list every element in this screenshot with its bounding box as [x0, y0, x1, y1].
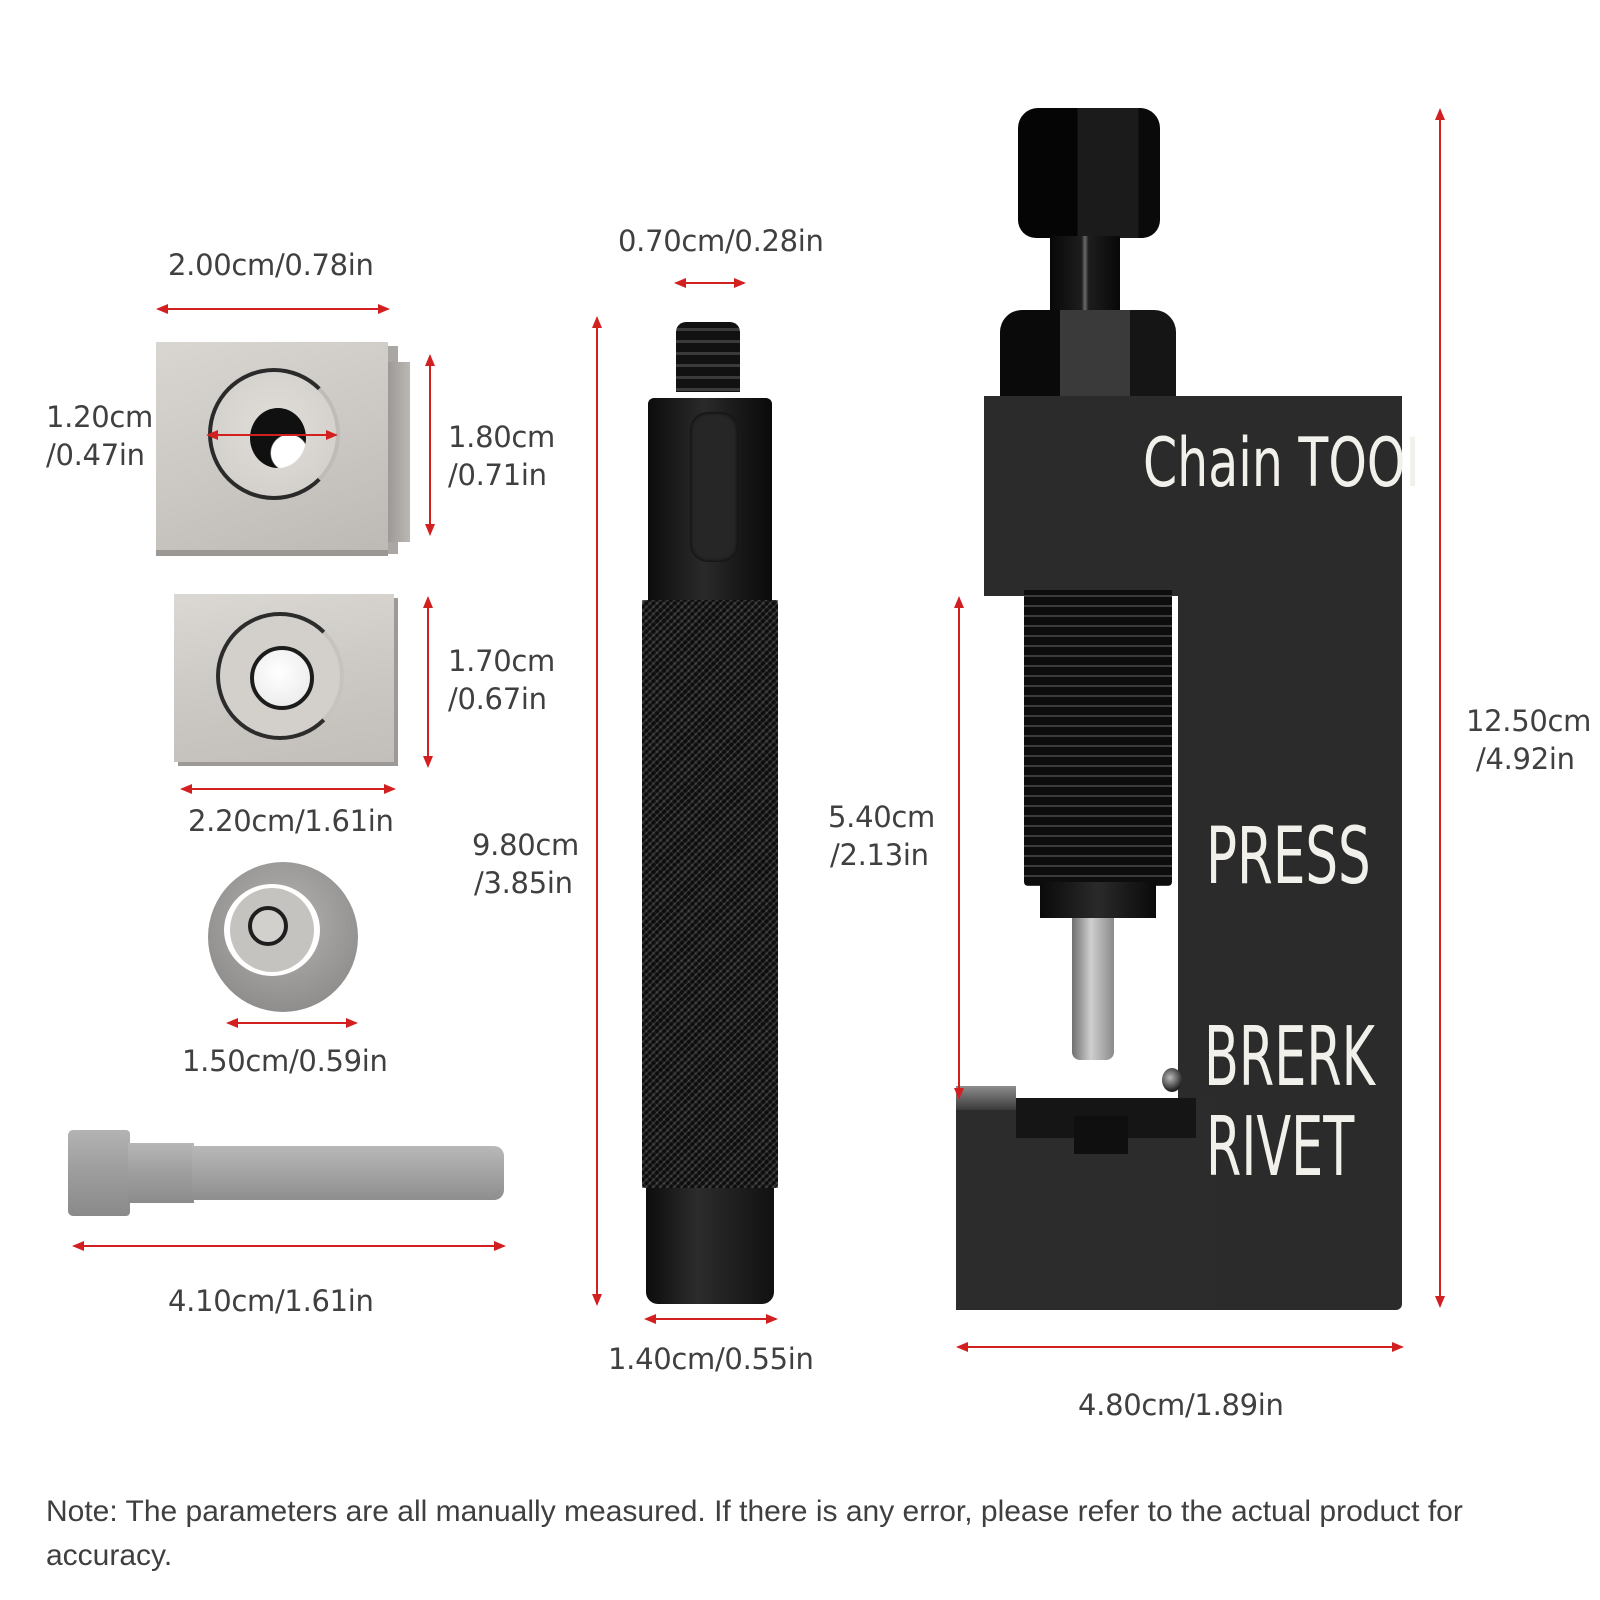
- handle-knurled-grip: [642, 600, 778, 1188]
- block-large-hole-dimension-line: [206, 430, 338, 440]
- block-small-height-dimension-line: [423, 596, 433, 768]
- tool-gap-label-in: /2.13in: [830, 838, 929, 872]
- chain-seat: [956, 1086, 1016, 1110]
- block-large-width-label: 2.00cm/0.78in: [168, 248, 374, 282]
- block-large-height-label-cm: 1.80cm: [448, 420, 555, 454]
- block-large-bottom-face: [156, 550, 388, 556]
- block-small-height-label-cm: 1.70cm: [448, 644, 555, 678]
- handle-flat-slot: [690, 412, 738, 562]
- disc-diameter-label: 1.50cm/0.59in: [182, 1044, 388, 1078]
- drive-nut-bottom: [1000, 310, 1176, 402]
- handle-diameter-dimension-line: [644, 1314, 778, 1324]
- block-large-hole-label-cm: 1.20cm: [46, 400, 153, 434]
- tool-height-dimension-line: [1435, 108, 1445, 1308]
- block-small-width-label: 2.20cm/1.61in: [188, 804, 394, 838]
- block-small-height-label-in: /0.67in: [448, 682, 547, 716]
- drive-shaft: [1050, 236, 1120, 314]
- handle-threaded-tip: [676, 322, 740, 392]
- block-large-side-face: [388, 362, 410, 542]
- pin-head: [68, 1130, 130, 1216]
- handle-length-dimension-line: [592, 316, 602, 1306]
- tool-height-label-in: /4.92in: [1476, 742, 1575, 776]
- drive-nut-top: [1018, 108, 1160, 238]
- handle-length-label-cm: 9.80cm: [472, 828, 579, 862]
- block-small-counterbore: [216, 612, 344, 740]
- tool-width-label: 4.80cm/1.89in: [1078, 1388, 1284, 1422]
- anvil-disc: [208, 862, 358, 1012]
- measurement-note: Note: The parameters are all manually me…: [46, 1495, 1463, 1572]
- engraving-rivet: RIVET: [1206, 1100, 1355, 1195]
- handle-end-cap: [646, 1188, 774, 1304]
- handle-diameter-label: 1.40cm/0.55in: [608, 1342, 814, 1376]
- engraving-brerk: BRERK: [1204, 1010, 1375, 1105]
- block-large-through-hole: [250, 408, 306, 468]
- steel-block-large: [156, 342, 410, 556]
- disc-diameter-dimension-line: [226, 1018, 358, 1028]
- block-large-height-dimension-line: [425, 354, 435, 536]
- press-screw-collar: [1040, 882, 1156, 918]
- pin-length-label: 4.10cm/1.61in: [168, 1284, 374, 1318]
- block-large-hole-label-in: /0.47in: [46, 438, 145, 472]
- tool-height-label-cm: 12.50cm: [1466, 704, 1592, 738]
- detent-ball: [1162, 1068, 1182, 1092]
- block-small-width-dimension-line: [180, 784, 396, 794]
- tool-gap-dimension-line: [954, 596, 964, 1100]
- handle-tip-label: 0.70cm/0.28in: [618, 224, 824, 258]
- handle-tip-dimension-line: [674, 278, 746, 288]
- pin-shaft: [192, 1146, 504, 1200]
- disc-center-hole: [248, 906, 288, 946]
- tool-frame-top: [984, 396, 1402, 596]
- block-small-center-hole: [250, 646, 314, 710]
- engraving-title: Chain TOOI: [1143, 424, 1420, 503]
- chain-slot-deep: [1074, 1116, 1128, 1154]
- block-large-height-label-in: /0.71in: [448, 458, 547, 492]
- press-screw: [1024, 590, 1172, 886]
- tool-gap-label-cm: 5.40cm: [828, 800, 935, 834]
- tool-frame-base: [956, 1086, 1216, 1310]
- block-large-width-dimension-line: [156, 304, 390, 314]
- pin-neck: [128, 1143, 194, 1203]
- tool-width-dimension-line: [956, 1342, 1404, 1352]
- handle-length-label-in: /3.85in: [474, 866, 573, 900]
- pin-length-dimension-line: [72, 1241, 506, 1251]
- steel-block-small: [174, 594, 394, 762]
- rivet-plunger: [1072, 918, 1114, 1060]
- engraving-press: PRESS: [1206, 812, 1371, 902]
